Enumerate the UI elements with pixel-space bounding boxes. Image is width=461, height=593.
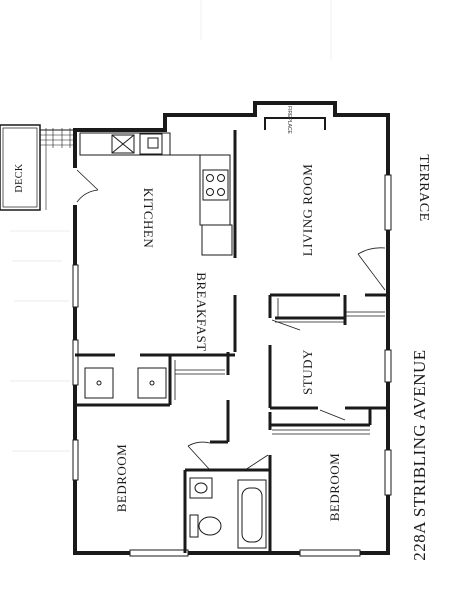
bedroom-right-label: BEDROOM [327,453,342,522]
kitchen-label: KITCHEN [141,188,156,249]
background-bleed [10,0,332,452]
fireplace-bump [264,117,326,130]
deck-door [76,169,99,203]
laundry-units [84,367,167,399]
address-label: 228A STRIBLING AVENUE [410,349,429,560]
kitchen-counters [79,132,233,256]
living-room-label: LIVING ROOM [300,164,315,257]
terrace-label: TERRACE [416,154,431,221]
bedroom-left-label: BEDROOM [114,444,129,513]
fireplace-label: FIREPLACE [286,106,292,134]
bathroom-fixtures [189,477,267,549]
deck-label: DECK [14,163,25,193]
interior-walls [75,130,388,553]
deck [0,124,75,211]
breakfast-label: BREAKFAST [194,272,209,351]
door-swings [187,247,386,471]
study-label: STUDY [300,349,315,395]
closet-lines [174,298,385,435]
windows [72,174,392,557]
